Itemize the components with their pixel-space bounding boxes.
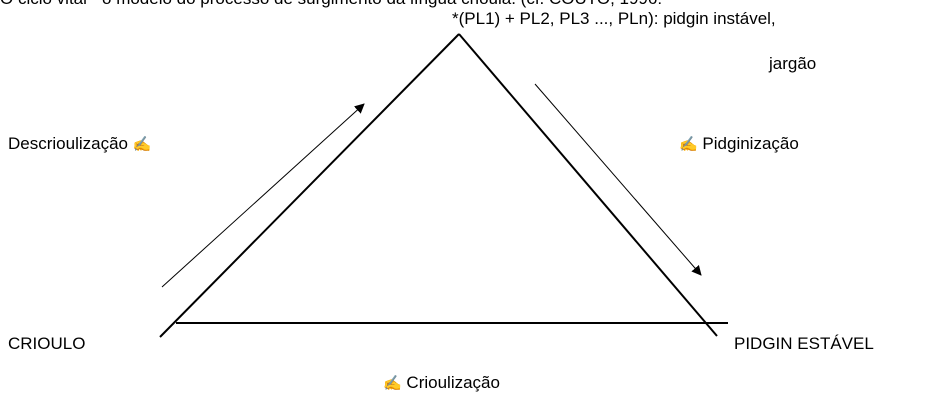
writing-hand-icon: ✍ bbox=[679, 136, 698, 153]
creolization-text: Crioulização bbox=[406, 373, 500, 392]
creole-node-label: CRIOULO bbox=[8, 334, 86, 353]
decreolization-arrow bbox=[161, 103, 365, 288]
writing-hand-icon: ✍ bbox=[132, 136, 152, 153]
pidginization-text: Pidginização bbox=[702, 134, 799, 153]
stable-pidgin-node-label: PIDGIN ESTÁVEL bbox=[734, 334, 874, 353]
creolization-label: ✍ Crioulização bbox=[383, 373, 500, 394]
pidginization-label: ✍ Pidginização bbox=[679, 134, 799, 155]
apex-label-jargon: jargão bbox=[769, 54, 817, 73]
triangle bbox=[159, 33, 728, 338]
writing-hand-icon: ✍ bbox=[383, 375, 402, 392]
apex-label-unstable-pidgin: *(PL1) + PL2, PL3 ..., PLn): pidgin inst… bbox=[452, 9, 776, 28]
triangle-left-edge bbox=[159, 33, 460, 338]
decreolization-text: Descrioulização bbox=[8, 134, 128, 153]
diagram-caption: O ciclo vital - o modelo do processo de … bbox=[0, 0, 662, 9]
triangle-right-edge bbox=[458, 33, 718, 337]
decreolization-label: Descrioulização ✍ bbox=[8, 134, 151, 155]
pidginization-arrow bbox=[534, 83, 702, 276]
